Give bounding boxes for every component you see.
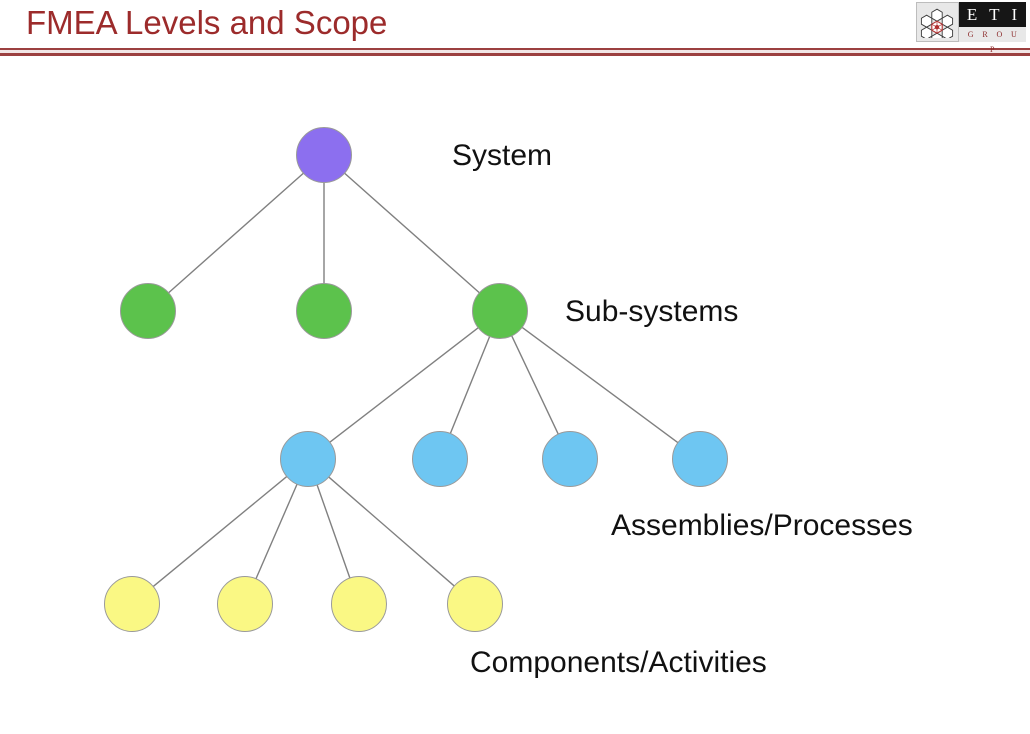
tree-node-comp1[interactable] xyxy=(104,576,160,632)
tree-node-sub3[interactable] xyxy=(472,283,528,339)
tree-node-comp4[interactable] xyxy=(447,576,503,632)
logo-wordmark: E T I G R O U P xyxy=(958,2,1026,54)
tree-node-comp3[interactable] xyxy=(331,576,387,632)
level-label-3: Components/Activities xyxy=(470,646,767,679)
tree-edge xyxy=(167,172,305,294)
tree-node-sub1[interactable] xyxy=(120,283,176,339)
level-label-0: System xyxy=(452,139,553,172)
tree-edge xyxy=(343,172,481,294)
tree-node-asm3[interactable] xyxy=(542,431,598,487)
tree-node-sub2[interactable] xyxy=(296,283,352,339)
tree-edge xyxy=(328,326,480,444)
tree-node-comp2[interactable] xyxy=(217,576,273,632)
tree-edge xyxy=(152,475,288,588)
tree-edge xyxy=(449,335,491,435)
header-divider-bottom xyxy=(0,53,1030,56)
header-divider-top xyxy=(0,48,1030,50)
tree-node-asm2[interactable] xyxy=(412,431,468,487)
tree-node-system[interactable] xyxy=(296,127,352,183)
tree-edge xyxy=(510,335,560,435)
page-title: FMEA Levels and Scope xyxy=(26,4,388,41)
level-label-2: Assemblies/Processes xyxy=(611,509,913,542)
level-label-1: Sub-systems xyxy=(565,295,739,328)
tree-node-asm4[interactable] xyxy=(672,431,728,487)
tree-edge xyxy=(316,484,351,579)
hexagon-honeycomb-icon xyxy=(916,2,959,42)
logo-eti-text: E T I xyxy=(958,2,1026,27)
tree-edge xyxy=(521,326,679,444)
header-divider-gap xyxy=(0,50,1030,53)
logo-group-text: G R O U P xyxy=(958,27,1026,54)
tree-node-asm1[interactable] xyxy=(280,431,336,487)
tree-edge xyxy=(255,483,298,580)
eti-group-logo: E T I G R O U P xyxy=(916,2,1026,54)
tree-edge xyxy=(327,476,456,587)
